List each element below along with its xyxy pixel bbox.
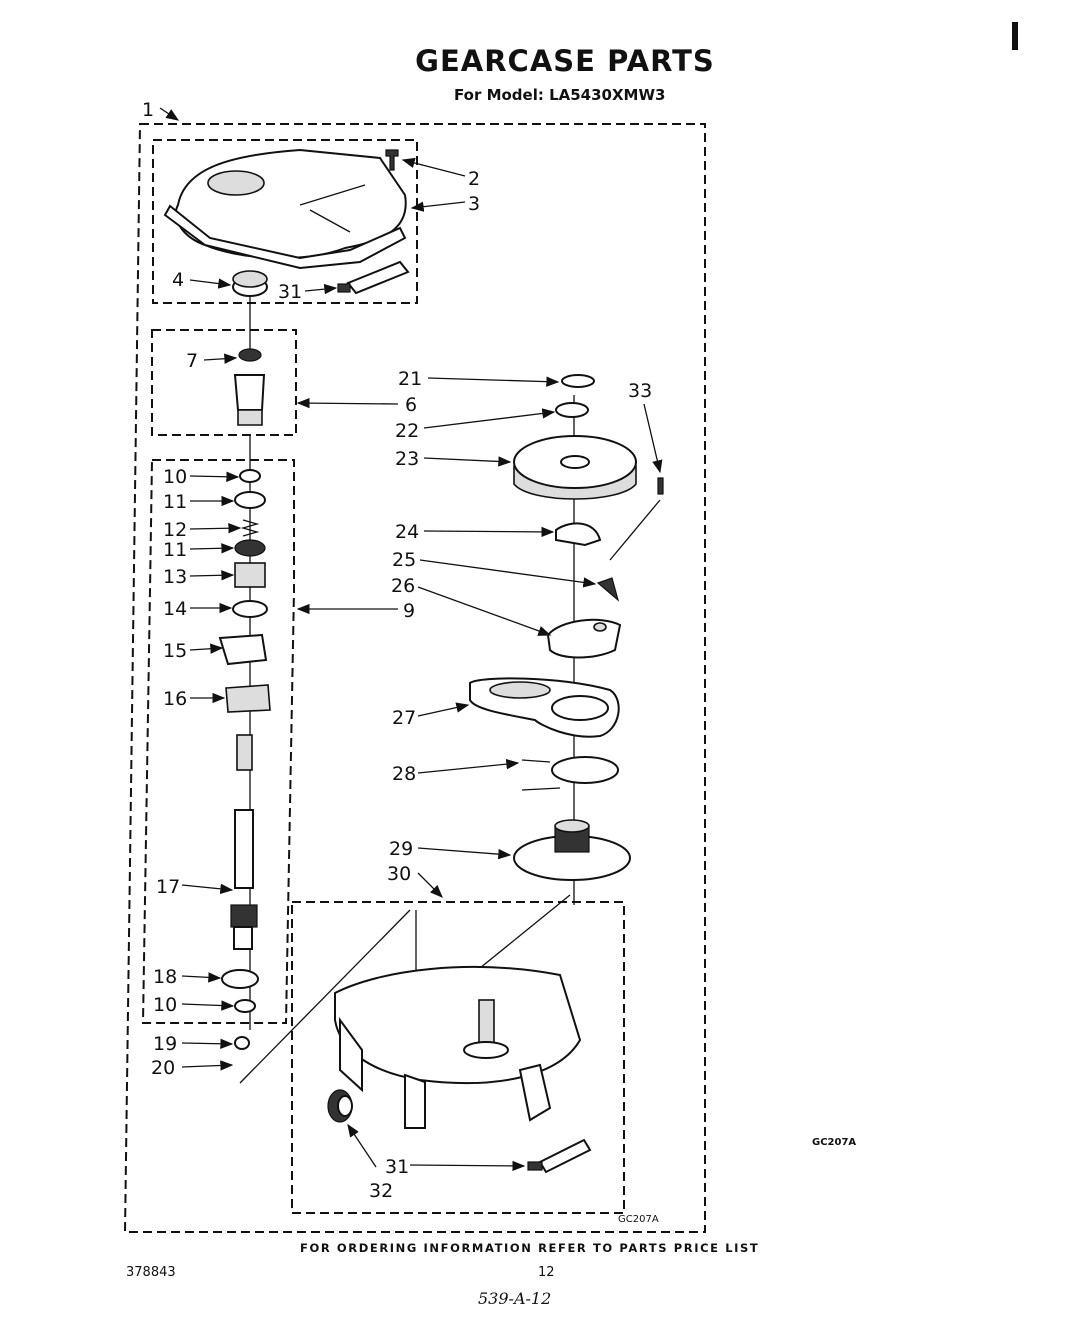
callout-4: 4 — [172, 269, 184, 291]
cam-16 — [225, 684, 271, 713]
callout-9: 9 — [403, 600, 415, 622]
page-title: GEARCASE PARTS — [415, 44, 715, 78]
ordering-note: FOR ORDERING INFORMATION REFER TO PARTS … — [300, 1241, 760, 1255]
ring-21 — [561, 374, 595, 388]
figure-code-outer: GC207A — [812, 1137, 857, 1148]
callout-26: 26 — [391, 575, 415, 597]
gear-23 — [513, 435, 637, 500]
clip-24 — [555, 522, 602, 547]
washer-11-lower — [234, 539, 266, 557]
washer-14 — [232, 600, 268, 618]
callout-25: 25 — [392, 549, 416, 571]
screw-part — [385, 149, 399, 171]
callout-16: 16 — [163, 688, 187, 710]
pulley-29 — [513, 819, 631, 881]
washer-18 — [221, 969, 259, 989]
callout-3: 3 — [468, 193, 480, 215]
callout-32: 32 — [369, 1180, 393, 1202]
callout-10-bottom: 10 — [153, 994, 177, 1016]
gearcase-cover-part — [163, 148, 407, 270]
callout-27: 27 — [392, 707, 416, 729]
bearing-part — [232, 270, 268, 297]
callout-24: 24 — [395, 521, 419, 543]
figure-code-inner: GC207A — [618, 1214, 659, 1225]
callout-17: 17 — [156, 876, 180, 898]
part-9-group-box — [141, 459, 295, 1024]
part-6-group-box — [151, 329, 297, 436]
callout-1: 1 — [142, 99, 154, 121]
callout-13: 13 — [163, 566, 187, 588]
bushing-19 — [234, 1036, 250, 1050]
callout-29: 29 — [389, 838, 413, 860]
screw-33 — [657, 477, 664, 495]
seal-part-7 — [238, 348, 262, 362]
callout-11-top: 11 — [163, 491, 187, 513]
callout-11-lower: 11 — [163, 539, 187, 561]
callout-23: 23 — [395, 448, 419, 470]
callout-12: 12 — [163, 519, 187, 541]
ring-10-top — [239, 469, 261, 483]
callout-22: 22 — [395, 420, 419, 442]
bracket-28 — [521, 756, 619, 791]
callout-6: 6 — [405, 394, 417, 416]
model-subtitle: For Model: LA5430XMW3 — [454, 86, 666, 104]
corner-mark — [1012, 22, 1018, 50]
leader-lines — [159, 107, 663, 1172]
grease-tube-31-lower — [527, 1138, 592, 1174]
callout-31-bottom: 31 — [385, 1156, 409, 1178]
cover-group-box — [152, 139, 418, 304]
page-number: 12 — [538, 1265, 555, 1280]
callout-2: 2 — [468, 168, 480, 190]
callout-18: 18 — [153, 966, 177, 988]
callout-14: 14 — [163, 598, 187, 620]
plate-25 — [596, 577, 620, 602]
clutch-15 — [218, 633, 268, 666]
callout-19: 19 — [153, 1033, 177, 1055]
callout-30: 30 — [387, 863, 411, 885]
callout-33: 33 — [628, 380, 652, 402]
bushing-32 — [327, 1089, 353, 1123]
assembly-1-outline — [123, 123, 706, 1233]
shaft-17 — [230, 734, 258, 950]
cam-26 — [546, 618, 622, 659]
callout-10-top: 10 — [163, 466, 187, 488]
handwritten-note: 539-A-12 — [478, 1289, 552, 1308]
spring-12 — [240, 519, 260, 537]
washer-11-top — [234, 491, 266, 509]
callout-20: 20 — [151, 1057, 175, 1079]
ring-10-bottom — [234, 999, 256, 1013]
callout-7: 7 — [186, 350, 198, 372]
gear-13 — [234, 562, 266, 588]
callout-15: 15 — [163, 640, 187, 662]
pinion-part-6 — [233, 374, 266, 426]
callout-28: 28 — [392, 763, 416, 785]
callout-labels: 1 2 3 4 31 7 6 10 11 12 11 13 14 9 15 16… — [142, 99, 652, 1202]
washer-22 — [555, 402, 589, 418]
lever-27 — [469, 677, 620, 738]
callout-21: 21 — [398, 368, 422, 390]
callout-31-top: 31 — [278, 281, 302, 303]
gearcase-housing-30 — [334, 966, 582, 1129]
grease-tube-part — [337, 260, 410, 295]
document-number: 378843 — [126, 1265, 176, 1280]
